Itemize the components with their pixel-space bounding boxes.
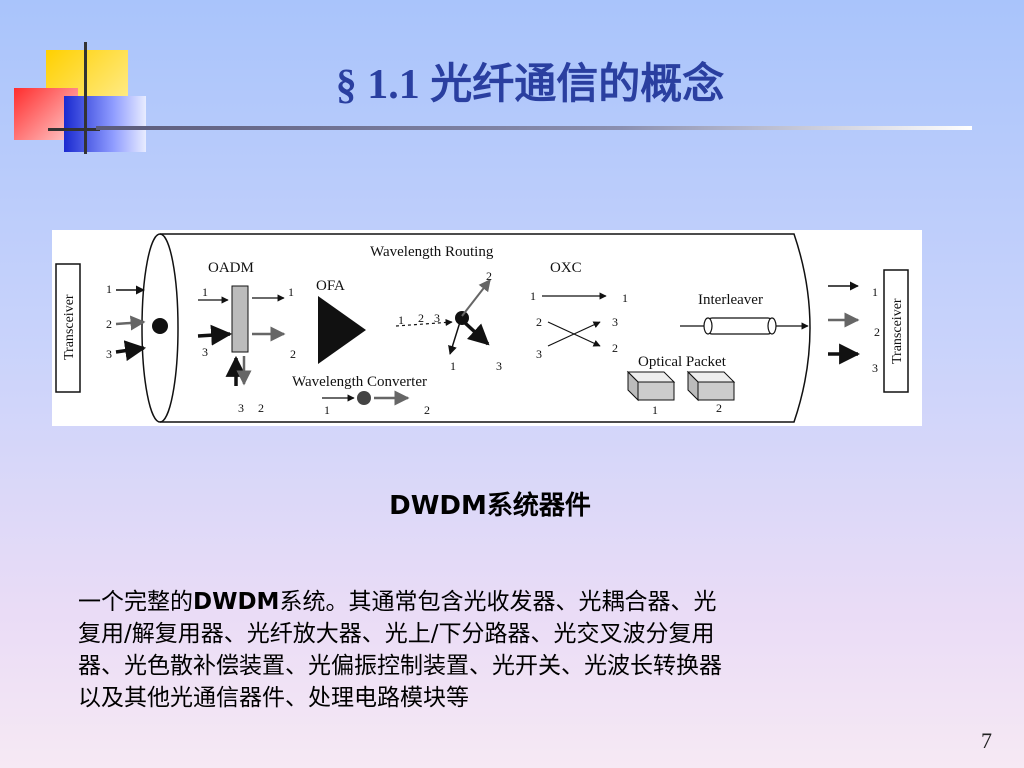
optical-packet-1 [626,370,676,402]
router-out-arrow-3 [462,320,490,346]
paragraph-line-3: 器、光色散补偿装置、光偏振控制装置、光开关、光波长转换器 [78,653,722,679]
paragraph-l1-c: 系统。其通常包含光收发器、光耦合器、光 [279,589,717,615]
dwdm-diagram-svg: Transceiver Transceiver 1 2 3 OADM 1 3 1… [55,233,909,423]
decor-blue-square [64,96,146,152]
router-out-num-2: 2 [486,269,492,283]
oxc-cross-arrow-up [547,321,601,347]
paragraph-line-2: 复用/解复用器、光纤放大器、光上/下分路器、光交叉波分复用 [78,621,715,647]
router-out-num-1: 1 [450,359,456,373]
interleaver-body [707,317,773,335]
interleaver-end-left [703,317,713,335]
router-in-num-1: 1 [398,313,404,327]
optical-packet-label: Optical Packet [638,354,727,370]
oadm-label: OADM [208,260,254,276]
decor-horizontal-line [48,128,100,131]
optical-packet-num-1: 1 [652,403,658,417]
oadm-in-arrow-3 [197,324,233,346]
dwdm-diagram: Transceiver Transceiver 1 2 3 OADM 1 3 1… [52,230,922,426]
left-in-num-1: 1 [106,282,112,296]
oadm-drop-num-2: 2 [258,401,264,415]
paragraph-l1-b: DWDM [193,589,280,615]
interleaver-label: Interleaver [698,292,763,308]
interleaver-end-right [767,317,777,335]
page-number: 7 [981,728,992,753]
oxc-in-num-1: 1 [530,289,536,303]
router-in-num-2: 2 [418,311,424,325]
wavelength-converter-label: Wavelength Converter [292,374,427,390]
oxc-out-num-1: 1 [622,291,628,305]
oxc-in-num-2: 2 [536,315,542,329]
left-in-num-3: 3 [106,347,112,361]
router-in-arrow [395,318,453,327]
router-in-num-3: 3 [434,311,440,325]
fiber-core-dot [152,318,168,334]
optical-packet-2 [686,370,736,402]
router-out-num-3: 3 [496,359,502,373]
right-out-num-3: 3 [872,361,878,375]
oadm-out-num-2: 2 [290,347,296,361]
oadm-out-num-1: 1 [288,285,294,299]
left-transceiver-box [55,263,81,393]
ofa-amplifier-triangle [318,296,366,364]
converter-in-num-1: 1 [324,403,330,417]
paragraph-line-1: 一个完整的DWDM系统。其通常包含光收发器、光耦合器、光 [78,586,878,618]
right-out-num-2: 2 [874,325,880,339]
router-out-arrow-1 [448,321,461,355]
router-out-arrow-2 [461,279,491,317]
oadm-block [231,285,249,353]
title-underline [96,126,972,130]
left-in-arrow-2 [115,315,146,331]
left-in-arrow-3 [115,340,147,362]
paragraph-line-4: 以及其他光通信器件、处理电路模块等 [78,685,469,711]
slide-title: § 1.1 光纤通信的概念 [335,62,725,108]
diagram-caption: DWDM系统器件 [0,485,980,522]
caption-latin: DWDM [389,491,487,521]
oxc-out-num-3: 3 [612,315,618,329]
left-in-num-2: 2 [106,317,112,331]
converter-node [357,391,371,405]
ofa-label: OFA [316,278,345,294]
oadm-add-num-3: 3 [238,401,244,415]
fiber-tube-outline [160,233,811,423]
oxc-out-num-2: 2 [612,341,618,355]
converter-out-num-2: 2 [424,403,430,417]
oadm-in-num-3: 3 [202,345,208,359]
left-transceiver-label: Transceiver [62,294,77,360]
right-transceiver-box [883,269,909,393]
oadm-in-num-1: 1 [202,285,208,299]
optical-packet-num-2: 2 [716,401,722,415]
caption-chinese: 系统器件 [486,491,591,521]
description-paragraph: 一个完整的DWDM系统。其通常包含光收发器、光耦合器、光 复用/解复用器、光纤放… [78,586,878,714]
right-transceiver-label: Transceiver [890,298,905,364]
paragraph-l1-a: 一个完整的 [78,589,193,615]
oxc-label: OXC [550,260,582,276]
oxc-in-num-3: 3 [536,347,542,361]
decor-vertical-line [84,42,87,154]
wavelength-routing-label: Wavelength Routing [370,244,494,260]
right-out-num-1: 1 [872,285,878,299]
